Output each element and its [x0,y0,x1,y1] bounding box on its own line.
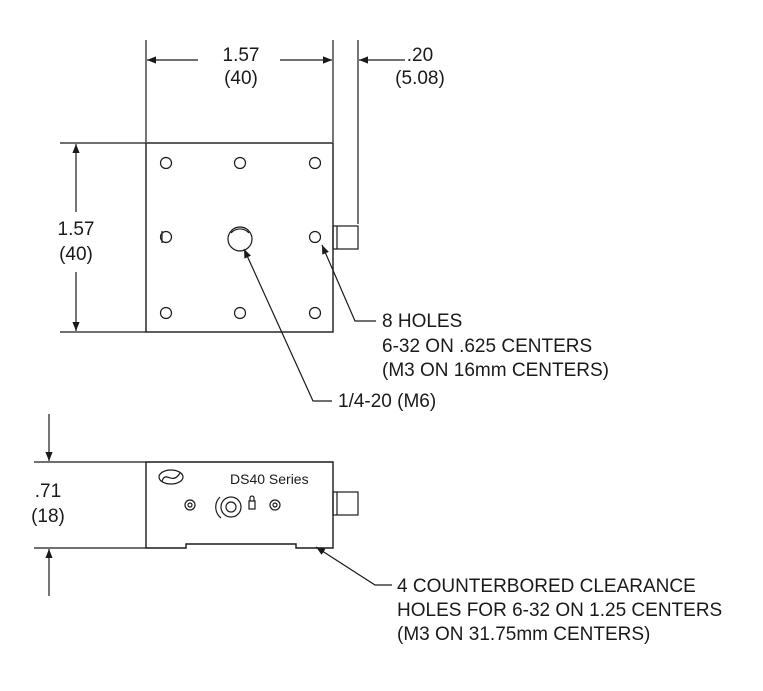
side-height-dim-mm: (18) [31,506,65,527]
newport-logo-icon [158,469,184,485]
counterbored-callout-line-3: (M3 ON 31.75mm CENTERS) [397,624,651,645]
top-plate [145,142,334,333]
counterbored-leader [315,546,392,586]
knob-dim-inch: .20 [406,45,434,66]
center-hole-thread [230,228,250,234]
holes-callout-line-1: 8 HOLES [382,311,463,332]
knob-dim-mm: (5.08) [395,68,445,89]
height-dim-inch: 1.57 [57,219,95,240]
mount-hole [159,156,173,170]
mount-hole [233,156,247,170]
knob-side [332,491,359,516]
side-hole-inner [187,502,193,508]
center-hole-callout: 1/4-20 (M6) [338,391,437,412]
width-dim-inch: 1.57 [222,45,260,66]
model-label: DS40 Series [230,471,309,487]
mount-hole [308,156,322,170]
side-hole [184,499,196,511]
counterbored-callout-line-2: HOLES FOR 6-32 ON 1.25 CENTERS [397,600,723,621]
adjuster-screw [220,496,242,518]
mount-hole [159,230,173,244]
side-hole [269,499,281,511]
mount-hole [159,306,173,320]
side-body [145,461,334,549]
mount-hole [233,306,247,320]
mount-hole [308,306,322,320]
side-hole-inner [272,502,278,508]
counterbored-callout-line-1: 4 COUNTERBORED CLEARANCE [397,576,696,597]
side-height-dim-inch: .71 [34,481,62,502]
center-hole [227,226,253,252]
lock-icon [248,500,256,510]
mount-hole [308,230,322,244]
height-dim-mm: (40) [59,244,93,265]
holes-callout-line-3: (M3 ON 16mm CENTERS) [382,360,609,381]
width-dim-mm: (40) [224,68,258,89]
center-hole-leader [243,248,332,402]
holes-leader [321,244,376,322]
adjuster-screw-inner [225,501,237,513]
lock-icon-shackle [249,495,255,501]
rotation-arrow-icon [215,496,222,519]
holes-callout-line-2: 6-32 ON .625 CENTERS [382,336,593,357]
knob-top [332,225,359,250]
